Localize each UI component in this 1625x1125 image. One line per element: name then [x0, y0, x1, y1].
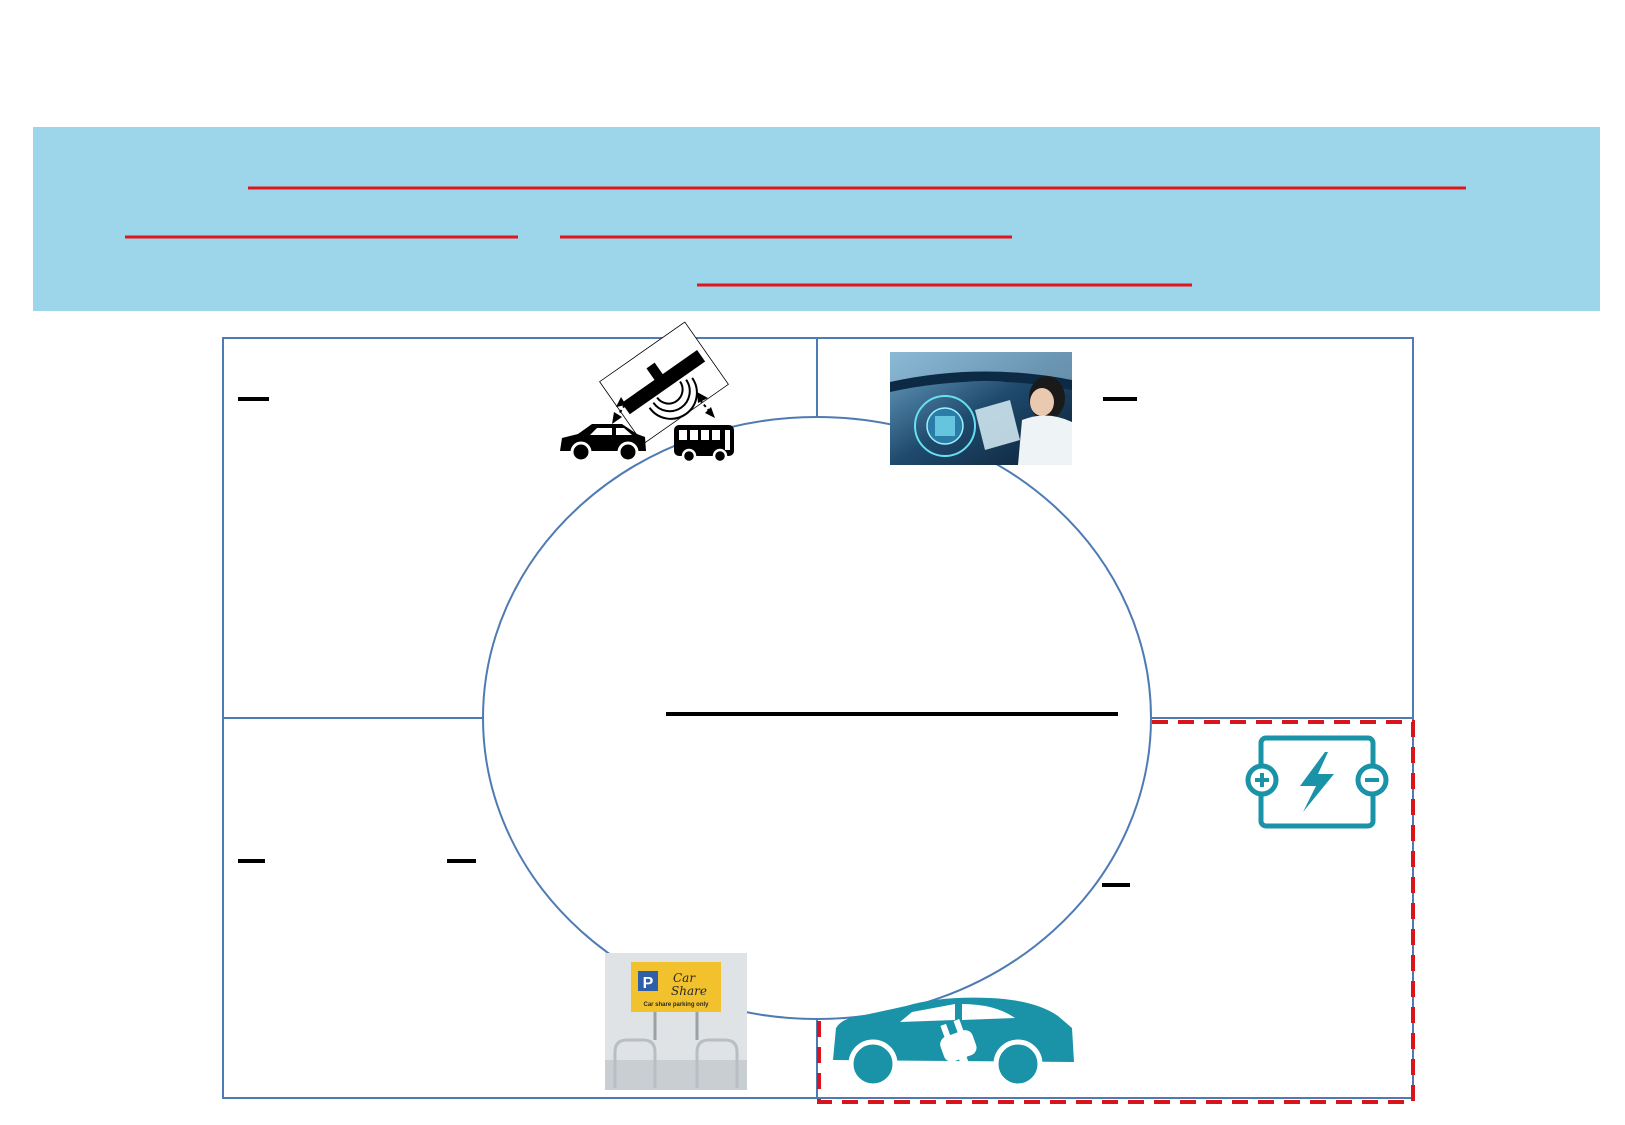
car-share-sign-line1: Car [673, 971, 696, 985]
banner-background [33, 127, 1600, 311]
highlight-dashed-border [817, 720, 1415, 1104]
battery-icon [1245, 735, 1389, 829]
car-share-sign-line2: Share [671, 984, 707, 998]
autonomous-cabin-photo [890, 352, 1072, 465]
central-circle [482, 416, 1152, 1020]
electric-car-plug-icon [833, 997, 1074, 1089]
car-icon [560, 424, 646, 463]
car-share-sign-photo: P Car Share Car share parking only [605, 953, 747, 1090]
quadrant-frame [222, 337, 1414, 1099]
satellite-icon [599, 321, 729, 445]
car-share-sign-p: P [643, 975, 654, 992]
car-share-sign-line3: Car share parking only [643, 1002, 709, 1008]
bus-icon [674, 425, 734, 464]
dash-markers [238, 397, 1137, 887]
banner [33, 127, 1600, 311]
